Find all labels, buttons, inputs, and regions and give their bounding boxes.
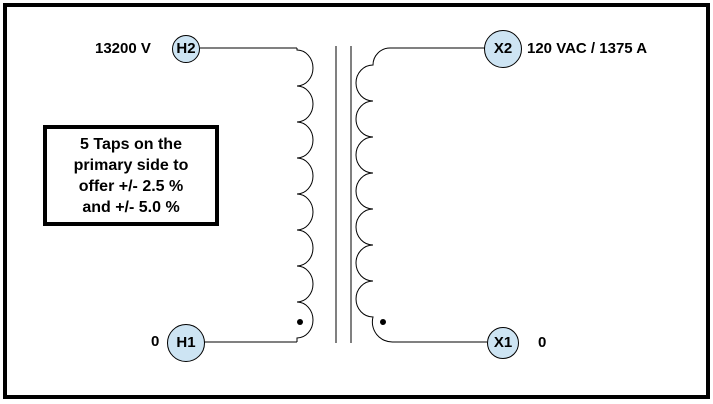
secondary-polarity-dot	[380, 319, 386, 325]
tap-note-line: offer +/- 2.5 %	[78, 177, 184, 195]
terminal-x2: X2	[484, 30, 522, 68]
h2-voltage-label: 13200 V	[95, 40, 151, 57]
tap-note-box: 5 Taps on the primary side to offer +/- …	[43, 125, 219, 226]
primary-polarity-dot	[297, 319, 303, 325]
x2-rating-label: 120 VAC / 1375 A	[527, 40, 648, 57]
terminal-x1: X1	[487, 327, 519, 359]
tap-note-line: primary side to	[73, 156, 189, 174]
tap-note-line: and +/- 5.0 %	[82, 198, 180, 216]
tap-note-line: 5 Taps on the	[80, 135, 182, 153]
terminal-h1: H1	[167, 324, 205, 362]
x1-voltage-label: 0	[538, 334, 547, 351]
primary-winding	[296, 48, 314, 342]
h1-voltage-label: 0	[151, 333, 160, 350]
terminal-h2: H2	[172, 35, 200, 63]
secondary-winding	[355, 47, 487, 343]
